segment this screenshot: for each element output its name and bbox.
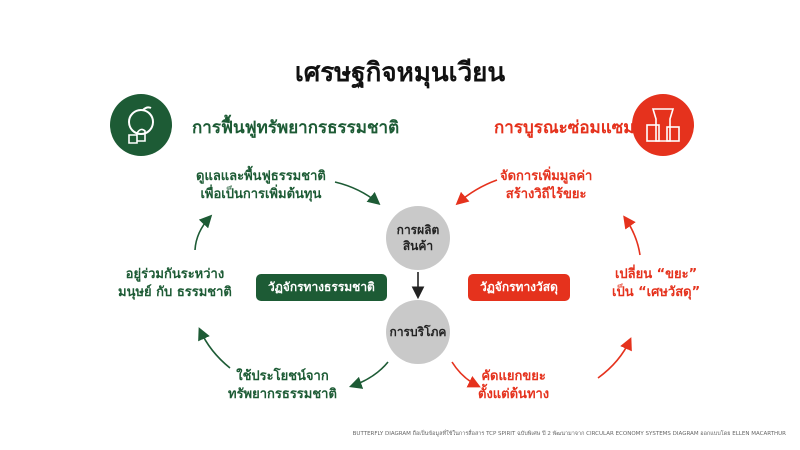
consumption-node: การบริโภค xyxy=(386,300,450,364)
left-step-use: ใช้ประโยชน์จาก ทรัพยากรธรรมชาติ xyxy=(228,368,337,404)
right-step-add-value: จัดการเพิ่มมูลค่า สร้างวิถีไร้ขยะ xyxy=(500,168,592,204)
footer-credit: BUTTERFLY DIAGRAM ถือเป็นข้อมูลที่ใช้ในก… xyxy=(352,431,786,437)
arrow-left-top xyxy=(334,181,381,206)
step-line: ใช้ประโยชน์จาก xyxy=(236,369,329,384)
step-line: สร้างวิถีไร้ขยะ xyxy=(505,187,587,202)
step-line: เปลี่ยน “ขยะ” xyxy=(614,267,698,282)
step-line: อยู่ร่วมกันระหว่าง xyxy=(125,267,225,282)
left-step-restore: ดูแลและพื้นฟูธรรมชาติ เพื่อเป็นการเพิ่มต… xyxy=(196,168,326,204)
node-line: สินค้า xyxy=(402,239,434,253)
arrow-right-bottom-up xyxy=(597,337,632,379)
step-line: ตั้งแต่ต้นทาง xyxy=(478,387,550,402)
right-heading: การบูรณะซ่อมแซม xyxy=(494,118,635,138)
factory-icon xyxy=(632,94,694,156)
right-step-sort: คัดแยกขยะ ตั้งแต่ต้นทาง xyxy=(478,368,549,404)
natural-cycle-label: วัฏจักรทางธรรมชาติ xyxy=(256,274,387,301)
left-step-coexist: อยู่ร่วมกันระหว่าง มนุษย์ กับ ธรรมชาติ xyxy=(118,266,232,302)
material-cycle-label: วัฏจักรทางวัสดุ xyxy=(468,274,570,301)
arrow-left-bottom xyxy=(348,361,389,389)
arrow-right-bottom xyxy=(451,361,481,388)
node-line: การบริโภค xyxy=(389,325,447,339)
arrow-right-up xyxy=(623,215,641,256)
arrow-left-bottom-up xyxy=(198,327,231,369)
right-step-convert: เปลี่ยน “ขยะ” เป็น “เศษวัสดุ” xyxy=(612,266,700,302)
left-heading: การฟื้นฟูทรัพยากรธรรมชาติ xyxy=(192,118,400,138)
page-title: เศรษฐกิจหมุนเวียน xyxy=(294,58,506,88)
step-line: มนุษย์ กับ ธรรมชาติ xyxy=(118,285,232,300)
step-line: ดูแลและพื้นฟูธรรมชาติ xyxy=(196,169,326,184)
step-line: เพื่อเป็นการเพิ่มต้นทุน xyxy=(200,187,322,202)
arrow-right-top xyxy=(455,179,498,206)
globe-thumbs-up-icon xyxy=(110,94,172,156)
step-line: จัดการเพิ่มมูลค่า xyxy=(500,169,593,184)
production-node: การผลิตสินค้า xyxy=(386,206,450,270)
step-line: คัดแยกขยะ xyxy=(481,369,546,384)
step-line: เป็น “เศษวัสดุ” xyxy=(612,285,701,300)
node-line: การผลิต xyxy=(396,223,440,237)
step-line: ทรัพยากรธรรมชาติ xyxy=(228,387,337,402)
arrow-left-up xyxy=(194,214,213,251)
